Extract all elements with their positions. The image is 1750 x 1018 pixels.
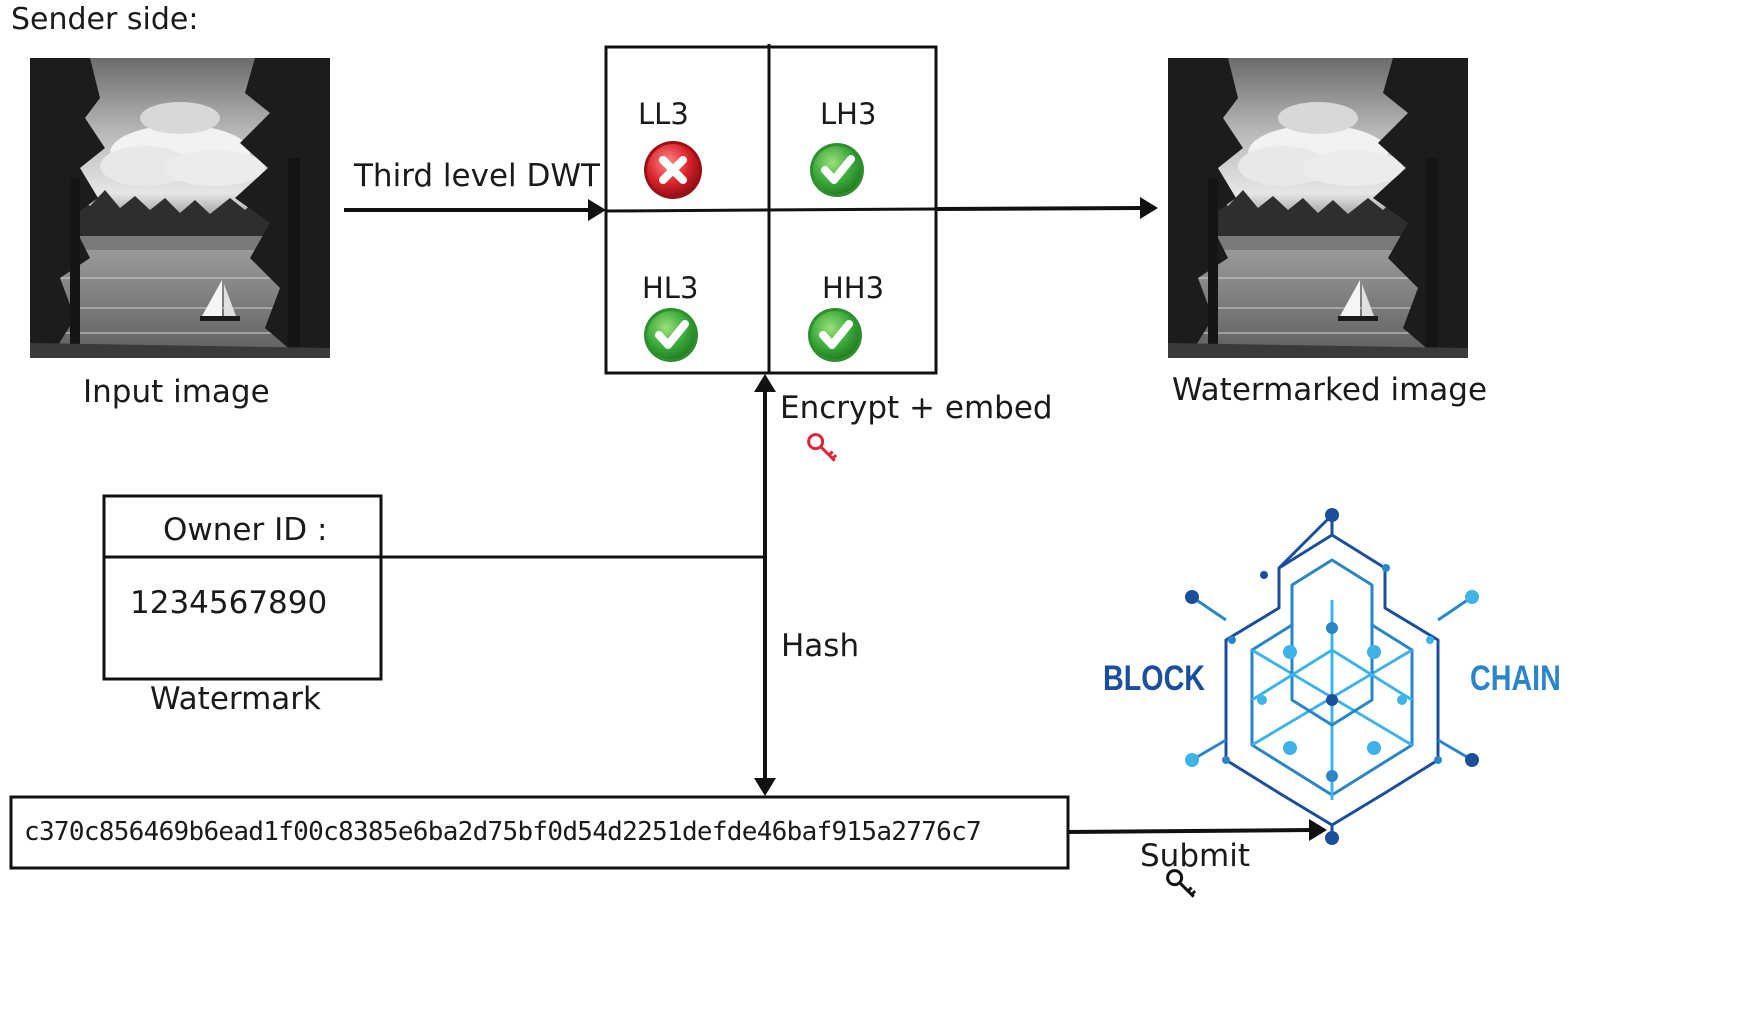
encrypt-key-icon [807, 433, 838, 462]
hash-label: Hash [781, 628, 860, 664]
output-arrow [935, 197, 1158, 219]
watermarked-image [1167, 57, 1469, 359]
check-icon [644, 308, 698, 362]
submit-label: Submit [1140, 838, 1250, 874]
watermark-caption: Watermark [150, 681, 321, 717]
submit-arrow [1067, 819, 1327, 841]
submit-key-icon [1166, 869, 1197, 898]
embed-hash-arrow [754, 374, 776, 796]
hash-box [9, 795, 1070, 870]
check-icon [808, 308, 862, 362]
blockchain-left-word: BLOCK [1103, 659, 1206, 698]
cell-label-hh3: HH3 [822, 271, 885, 305]
watermarked-image-caption: Watermarked image [1172, 372, 1488, 408]
cell-label-lh3: LH3 [820, 97, 877, 131]
owner-id-value: 1234567890 [130, 585, 328, 621]
page-title: Sender side: [11, 2, 199, 37]
cell-label-hl3: HL3 [642, 271, 699, 305]
watermark-box [102, 494, 383, 681]
owner-id-label: Owner ID : [163, 512, 328, 548]
input-image [29, 57, 331, 359]
input-image-caption: Input image [83, 374, 270, 410]
encrypt-embed-label: Encrypt + embed [780, 390, 1053, 426]
hash-value: c370c856469b6ead1f00c8385e6ba2d75bf0d54d… [24, 817, 982, 847]
dwt-arrow [344, 199, 606, 221]
cell-label-ll3: LL3 [638, 97, 689, 131]
dwt-arrow-label: Third level DWT [354, 158, 600, 194]
blockchain-logo [1185, 508, 1479, 845]
blockchain-right-word: CHAIN [1470, 659, 1561, 698]
cross-icon [644, 141, 702, 199]
check-icon [810, 143, 864, 197]
